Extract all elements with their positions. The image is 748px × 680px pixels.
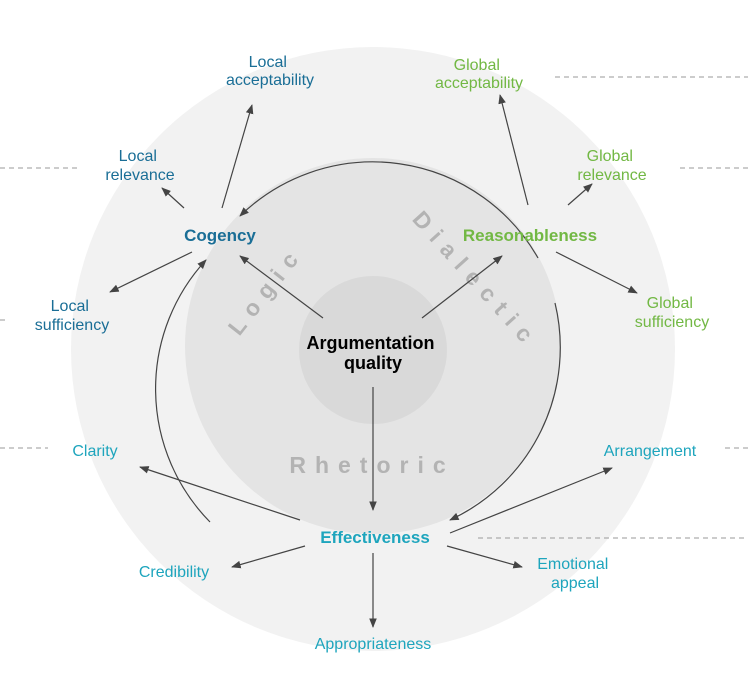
arrows [109,94,638,628]
emotional-appeal-label: Emotional appeal [537,556,613,592]
effectiveness-label: Effectiveness [320,528,430,547]
local-relevance-label: Local relevance [105,148,174,184]
appropriateness-label: Appropriateness [315,636,432,653]
rhetoric-dimension-label: Rhetoric [289,452,454,478]
arrangement-label: Arrangement [604,443,697,460]
reasonableness-label: Reasonableness [463,226,597,245]
global-relevance-label: Global relevance [577,148,646,184]
clarity-label: Clarity [72,443,117,460]
inner-core [299,276,447,424]
cogency-label: Cogency [184,226,256,245]
dashed-separators [0,76,748,539]
local-acceptability-label: Local acceptability [226,54,314,89]
argumentation-quality-label: Argumentation quality [306,333,439,373]
credibility-label: Credibility [139,564,209,581]
local-sufficiency-label: Local sufficiency [35,298,109,334]
global-acceptability-label: Global acceptability [435,57,523,92]
global-sufficiency-label: Global sufficiency [635,295,709,331]
arc-arrows [155,161,561,523]
